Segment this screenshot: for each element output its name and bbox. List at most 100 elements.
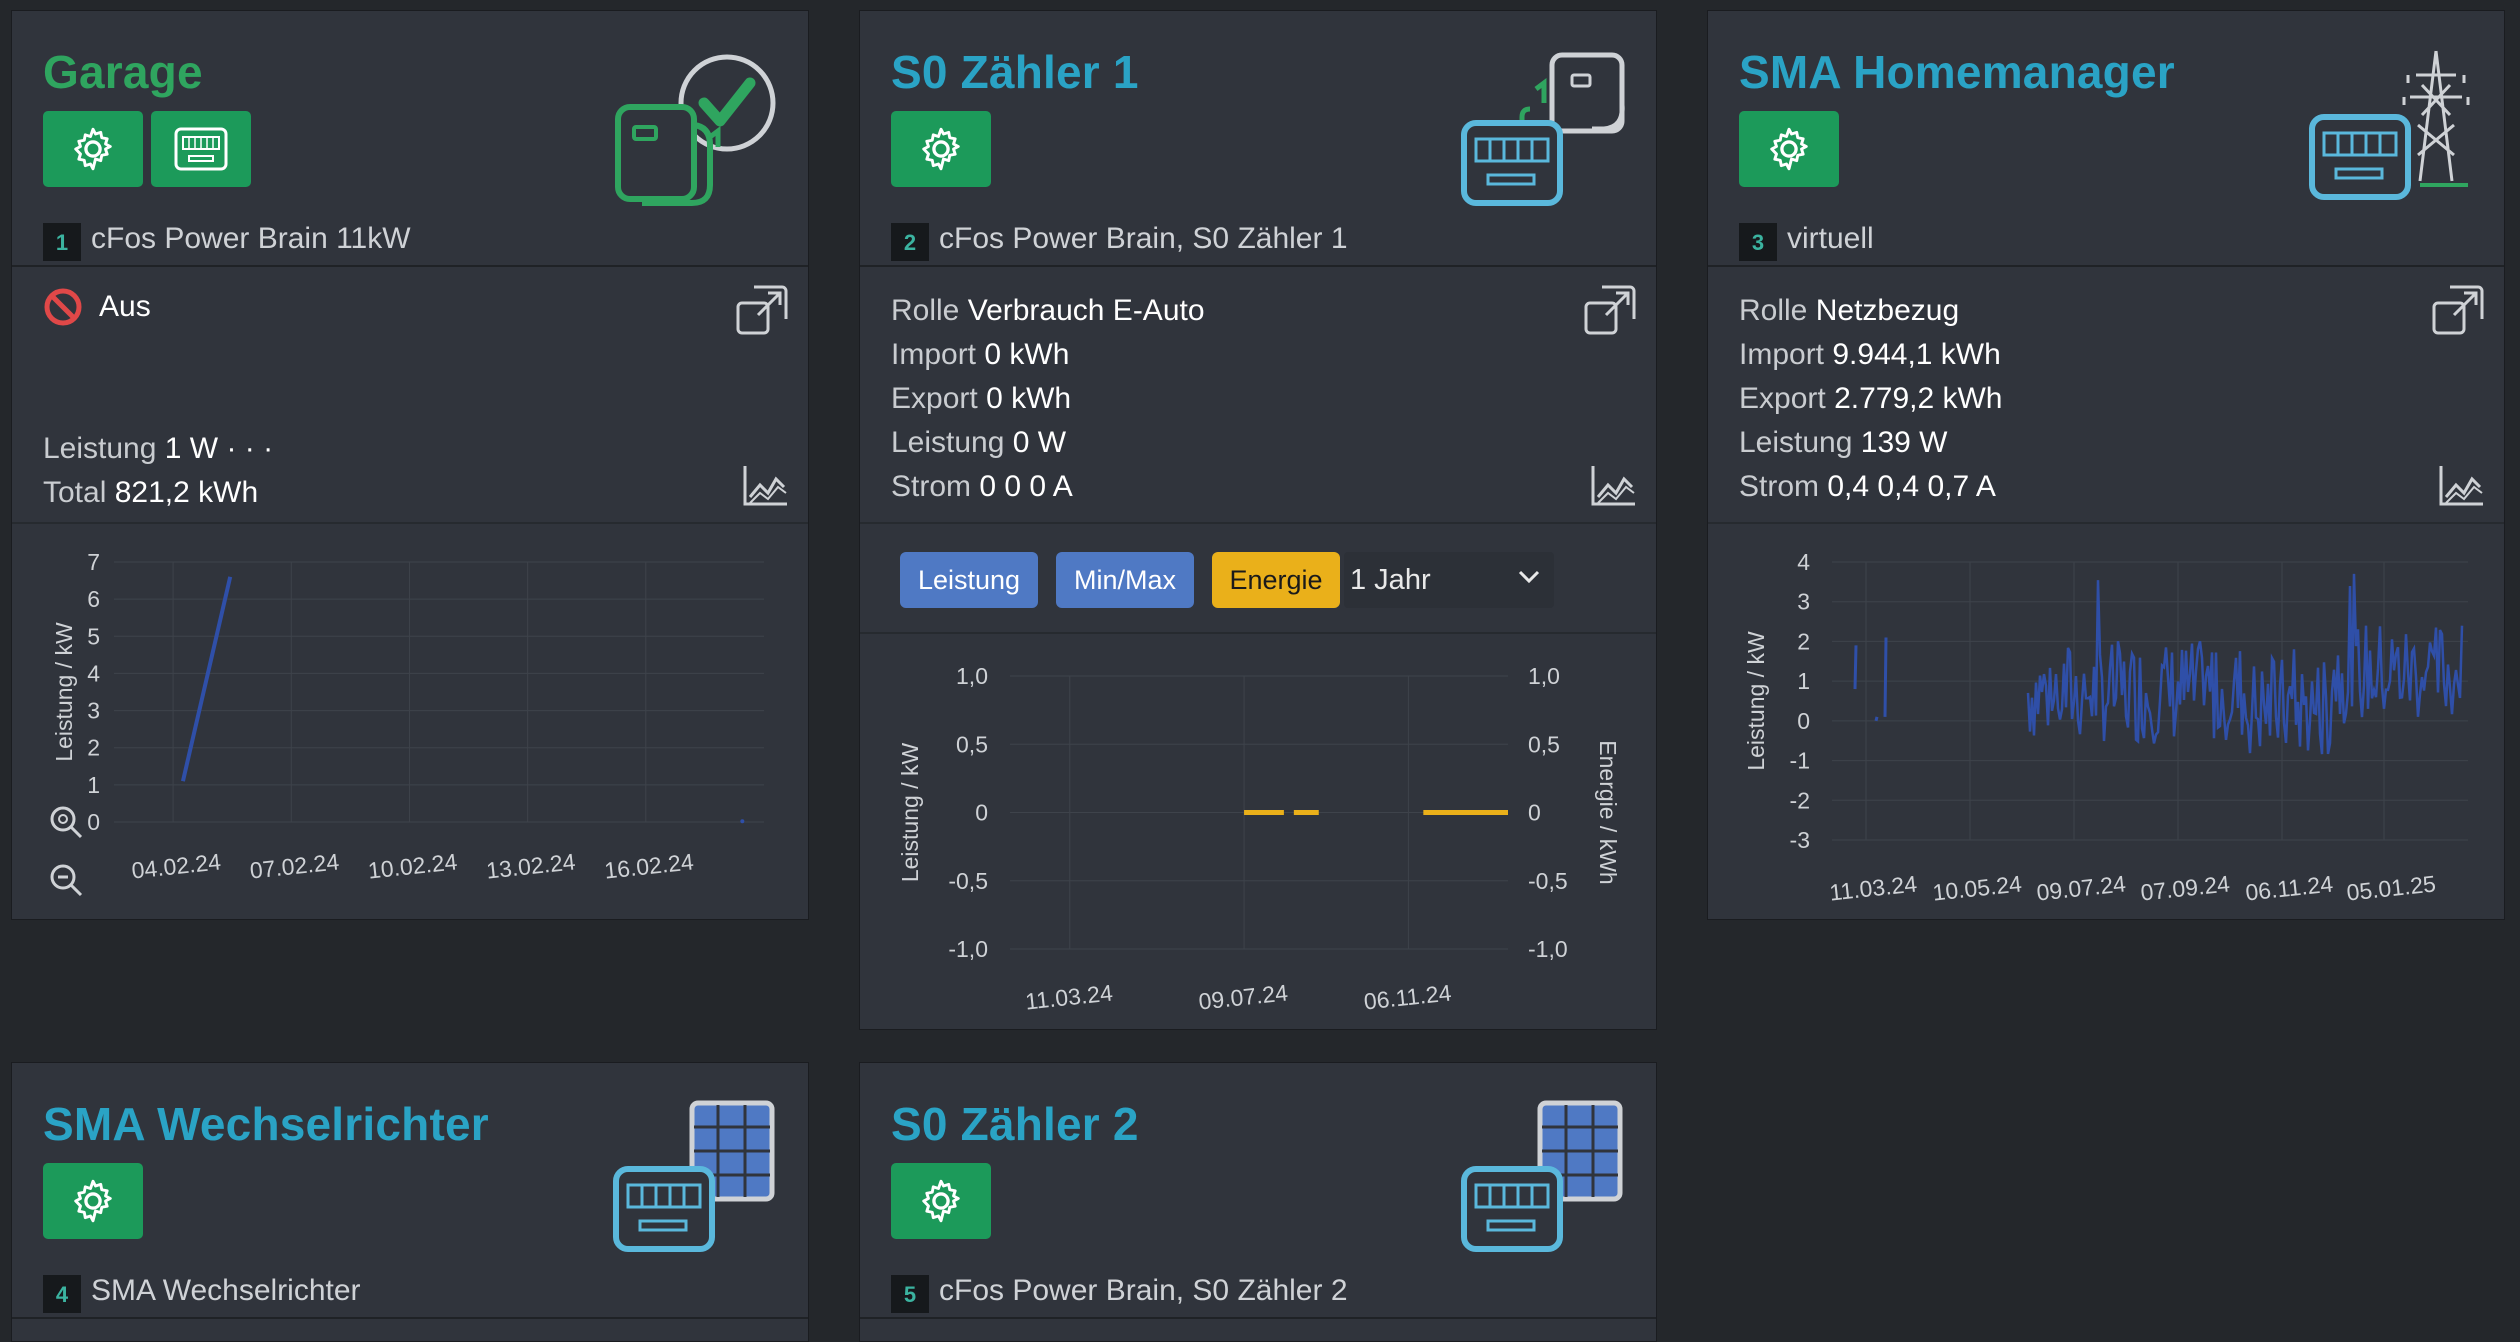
- x-tick-label: 06.11.24: [1363, 980, 1453, 1015]
- y-tick-label: 1,0: [956, 663, 988, 689]
- x-tick-label: 04.02.24: [130, 848, 222, 883]
- card-title[interactable]: Garage: [43, 46, 203, 98]
- chart-icon[interactable]: [2438, 463, 2486, 507]
- info-row-export: Export 2.779,2 kWh: [1739, 382, 2003, 415]
- y-tick-label: 2: [87, 735, 100, 761]
- tab-leistung[interactable]: Leistung: [900, 552, 1038, 608]
- y-tick-label: 0: [1797, 708, 1810, 734]
- y-tick-label: 4: [1797, 549, 1810, 575]
- status-text: Aus: [99, 290, 151, 323]
- info-row-import: Import 0 kWh: [891, 338, 1070, 371]
- gear-icon: [1770, 127, 1808, 171]
- tab-minmax[interactable]: Min/Max: [1056, 552, 1194, 608]
- total-row: Total 821,2 kWh: [43, 476, 259, 509]
- settings-button[interactable]: [891, 111, 991, 187]
- settings-button[interactable]: [1739, 111, 1839, 187]
- power-row: Leistung 1 W · · ·: [43, 432, 274, 465]
- grid-meter-icon: [2309, 50, 2470, 200]
- device-subtitle: cFos Power Brain 11kW: [91, 222, 411, 255]
- chevron-down-icon: [1518, 570, 1540, 584]
- y-tick-label: 1: [1797, 668, 1810, 694]
- zoom-in-icon[interactable]: [48, 804, 84, 840]
- card-header: Garage 1 cFos Power Brain 11kW: [12, 11, 808, 267]
- x-tick-label: 10.02.24: [367, 848, 459, 883]
- solar-meter-icon: [1461, 1100, 1623, 1252]
- y-tick-label: 4: [87, 660, 100, 686]
- x-tick-label: 06.11.24: [2244, 871, 2334, 906]
- info-row-current: Strom 0,4 0,4 0,7 A: [1739, 470, 1996, 503]
- chart-tabs: Leistung Min/Max Energie 1 Jahr: [860, 524, 1656, 634]
- card-title[interactable]: SMA Wechselrichter: [43, 1098, 489, 1150]
- wallbox-check-icon: [615, 54, 776, 206]
- x-tick-label: 11.03.24: [1024, 980, 1114, 1015]
- y-tick-label: 3: [87, 698, 100, 724]
- y-tick-label: 7: [87, 549, 100, 575]
- open-window-icon[interactable]: [2430, 283, 2486, 339]
- card-info: Rolle Verbrauch E-Auto Import 0 kWh Expo…: [860, 267, 1656, 524]
- gear-icon: [74, 127, 112, 171]
- gear-icon: [922, 1179, 960, 1223]
- device-subtitle: virtuell: [1787, 222, 1874, 255]
- tab-energie[interactable]: Energie: [1212, 552, 1340, 608]
- chart-icon[interactable]: [742, 463, 790, 507]
- display-button[interactable]: [151, 111, 251, 187]
- card-title[interactable]: S0 Zähler 2: [891, 1098, 1139, 1150]
- x-tick-label: 09.07.24: [2035, 870, 2127, 905]
- card-info: Aus Leistung 1 W · · · Total 821,2 kWh: [12, 267, 808, 524]
- x-tick-label: 05.01.25: [2345, 870, 2437, 905]
- series-line: [2026, 573, 2464, 755]
- chart-icon[interactable]: [1590, 463, 1638, 507]
- series-line-early: [1853, 637, 1888, 722]
- card-info: Rolle Netzbezug Import 9.944,1 kWh Expor…: [1708, 267, 2504, 524]
- info-row-role: Rolle Netzbezug: [1739, 294, 1960, 327]
- x-tick-label: 11.03.24: [1828, 871, 1918, 906]
- y2-tick-label: -1,0: [1528, 936, 1568, 962]
- y-tick-label: 0: [87, 809, 100, 835]
- y-tick-label: 0: [975, 800, 988, 826]
- device-number-badge: 1: [43, 223, 81, 261]
- info-row-export: Export 0 kWh: [891, 382, 1072, 415]
- zoom-out-icon[interactable]: [48, 862, 84, 898]
- time-range-select[interactable]: 1 Jahr: [1344, 552, 1554, 608]
- meter-wallbox-icon: [1461, 52, 1625, 206]
- solar-meter-icon: [613, 1100, 775, 1252]
- x-tick-label: 16.02.24: [603, 848, 695, 883]
- y-tick-label: 5: [87, 623, 100, 649]
- series-point: [740, 819, 745, 824]
- x-tick-label: 07.09.24: [2139, 870, 2231, 905]
- device-subtitle: SMA Wechselrichter: [91, 1274, 361, 1307]
- y-tick-label: 2: [1797, 628, 1810, 654]
- settings-button[interactable]: [43, 111, 143, 187]
- info-row-power: Leistung 139 W: [1739, 426, 1948, 459]
- settings-button[interactable]: [43, 1163, 143, 1239]
- x-tick-label: 10.05.24: [1931, 870, 2023, 905]
- off-icon: [44, 288, 82, 326]
- device-subtitle: cFos Power Brain, S0 Zähler 2: [939, 1274, 1348, 1307]
- x-tick-label: 13.02.24: [485, 848, 577, 883]
- open-window-icon[interactable]: [734, 283, 790, 339]
- y-axis-label: Leistung / kW: [1743, 631, 1769, 771]
- card-title[interactable]: SMA Homemanager: [1739, 46, 2175, 98]
- time-range-value: 1 Jahr: [1350, 563, 1431, 596]
- open-window-icon[interactable]: [1582, 283, 1638, 339]
- device-number-badge: 2: [891, 223, 929, 261]
- y-tick-label: -2: [1790, 787, 1810, 813]
- card-title[interactable]: S0 Zähler 1: [891, 46, 1139, 98]
- info-row-power: Leistung 0 W: [891, 426, 1067, 459]
- gear-icon: [922, 127, 960, 171]
- settings-button[interactable]: [891, 1163, 991, 1239]
- gear-icon: [74, 1179, 112, 1223]
- info-row-import: Import 9.944,1 kWh: [1739, 338, 2001, 371]
